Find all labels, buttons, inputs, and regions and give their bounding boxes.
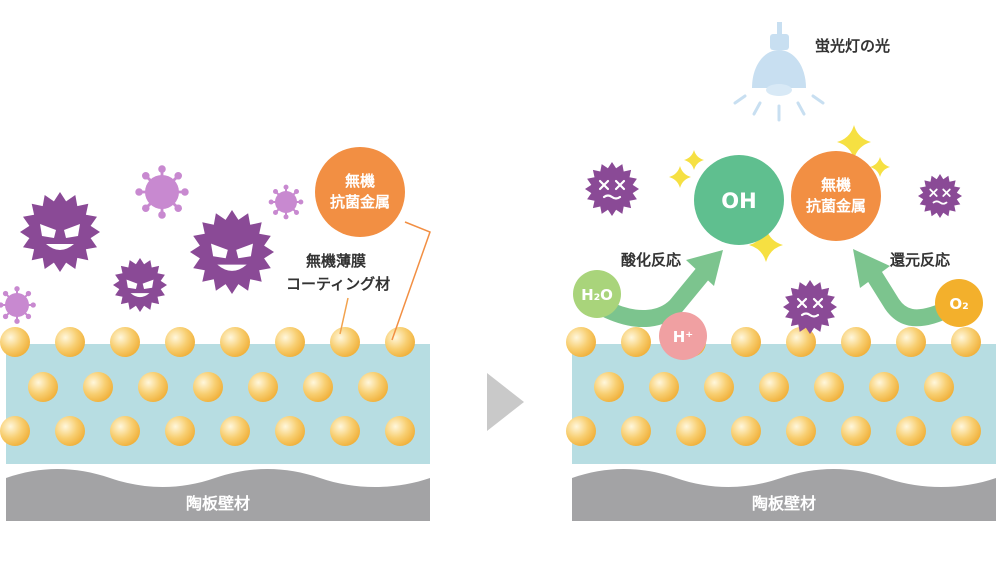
oxidation-arrowhead bbox=[686, 250, 723, 286]
particle bbox=[786, 327, 816, 357]
coating-label-line1: 無機薄膜 bbox=[306, 252, 366, 270]
particle bbox=[786, 416, 816, 446]
particle bbox=[951, 416, 981, 446]
particle bbox=[566, 416, 596, 446]
particle bbox=[841, 416, 871, 446]
particle bbox=[814, 372, 844, 402]
base-wall-label: 陶板壁材 bbox=[752, 494, 816, 513]
particle bbox=[841, 327, 871, 357]
sparkle-icon bbox=[749, 228, 783, 262]
metal-label-line1: 無機 bbox=[345, 172, 375, 190]
metal-label-line1: 無機 bbox=[821, 176, 851, 194]
particle bbox=[621, 327, 651, 357]
inactivated-virus-icon bbox=[585, 162, 639, 216]
particle bbox=[731, 327, 761, 357]
particle bbox=[731, 416, 761, 446]
particle bbox=[330, 416, 360, 446]
antibacterial-particles bbox=[0, 327, 415, 446]
oxidation-label: 酸化反応 bbox=[621, 251, 681, 269]
h2o-circle bbox=[573, 270, 621, 318]
lamp-label: 蛍光灯の光 bbox=[815, 37, 890, 55]
h-plus-label: H⁺ bbox=[673, 328, 693, 346]
particle bbox=[55, 416, 85, 446]
virus-icon bbox=[20, 192, 100, 272]
inactivated-virus-icon bbox=[918, 174, 962, 218]
particle bbox=[110, 327, 140, 357]
base-wall-label: 陶板壁材 bbox=[186, 494, 250, 513]
metal-label-line2: 抗菌金属 bbox=[330, 193, 390, 211]
particle bbox=[676, 416, 706, 446]
particle bbox=[55, 327, 85, 357]
virus-icon bbox=[113, 258, 167, 312]
reduction-arrowhead bbox=[853, 249, 890, 288]
particle bbox=[220, 416, 250, 446]
metal-label-line2: 抗菌金属 bbox=[806, 197, 866, 215]
particle bbox=[0, 327, 30, 357]
oh-label: OH bbox=[721, 189, 756, 213]
right-panel: 陶板壁材 蛍光灯の光 bbox=[566, 22, 996, 521]
particle bbox=[358, 372, 388, 402]
o2-circle bbox=[935, 279, 983, 327]
particle bbox=[924, 372, 954, 402]
base-wall-layer bbox=[6, 469, 430, 521]
o2-label: O₂ bbox=[949, 295, 968, 313]
coating-layer bbox=[572, 344, 996, 464]
particle bbox=[869, 372, 899, 402]
particle bbox=[896, 416, 926, 446]
h-plus-circle bbox=[659, 312, 707, 360]
small-virus-icon bbox=[0, 286, 36, 324]
particle bbox=[385, 416, 415, 446]
sparkle-icon bbox=[684, 150, 704, 170]
particle bbox=[248, 372, 278, 402]
oh-radical-circle bbox=[694, 155, 784, 245]
particle bbox=[165, 416, 195, 446]
oxidation-arrow bbox=[600, 266, 711, 328]
reduction-label: 還元反応 bbox=[890, 251, 950, 269]
metal-leader-line bbox=[391, 221, 431, 341]
particle bbox=[275, 416, 305, 446]
particle bbox=[165, 327, 195, 357]
metal-circle bbox=[791, 151, 881, 241]
particle bbox=[704, 372, 734, 402]
metal-circle bbox=[315, 147, 405, 237]
small-virus-icon bbox=[135, 165, 189, 219]
particle bbox=[220, 327, 250, 357]
particle bbox=[0, 416, 30, 446]
particle bbox=[385, 327, 415, 357]
particle bbox=[759, 372, 789, 402]
particle bbox=[83, 372, 113, 402]
chevron-right-icon bbox=[487, 373, 524, 431]
particle bbox=[621, 416, 651, 446]
particle bbox=[110, 416, 140, 446]
sparkle-icon bbox=[669, 166, 691, 188]
particle bbox=[649, 372, 679, 402]
small-virus-icon bbox=[268, 184, 304, 220]
coating-label-line2: コーティング材 bbox=[286, 275, 390, 293]
particle bbox=[896, 327, 926, 357]
h2o-label: H₂O bbox=[581, 286, 613, 304]
particle bbox=[193, 372, 223, 402]
particle bbox=[303, 372, 333, 402]
base-wall-layer bbox=[572, 469, 996, 521]
coating-leader-line bbox=[339, 297, 349, 335]
sparkle-icon bbox=[837, 125, 871, 159]
particle bbox=[275, 327, 305, 357]
particle bbox=[28, 372, 58, 402]
left-panel: 陶板壁材 無機 抗菌金属 無機薄膜 コーティング材 bbox=[0, 147, 431, 521]
antibacterial-particles bbox=[566, 327, 981, 446]
virus-icon bbox=[190, 210, 274, 294]
particle bbox=[138, 372, 168, 402]
particle bbox=[594, 372, 624, 402]
particle bbox=[951, 327, 981, 357]
inactivated-virus-icon bbox=[783, 280, 837, 334]
particle bbox=[566, 327, 596, 357]
coating-layer bbox=[6, 344, 430, 464]
particle bbox=[330, 327, 360, 357]
sparkle-icon bbox=[870, 157, 890, 177]
lamp-icon bbox=[733, 22, 825, 122]
